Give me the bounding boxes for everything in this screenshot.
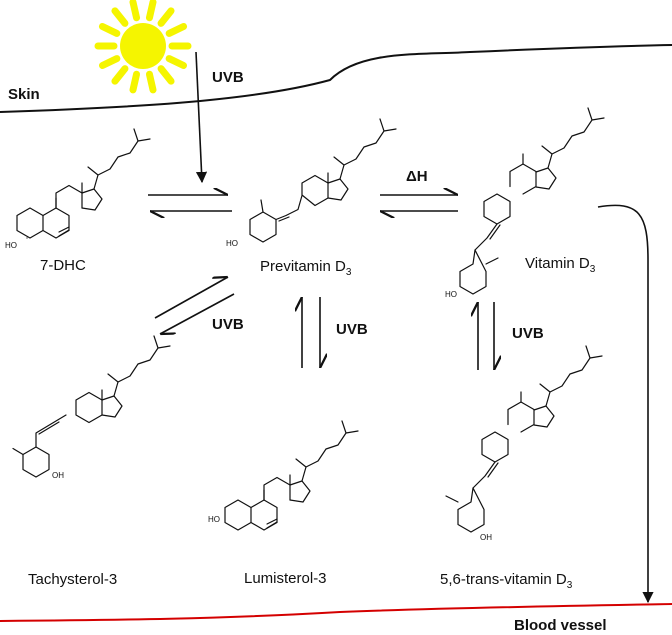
skin-boundary-line bbox=[0, 44, 672, 113]
blood-vessel-line bbox=[0, 603, 672, 622]
sun-icon bbox=[94, 0, 192, 94]
sun-ray bbox=[98, 22, 121, 37]
oh-group-trans: OH bbox=[480, 533, 492, 542]
label-vitamin-d3: Vitamin D3 bbox=[525, 255, 596, 275]
arrow-previtamin-to-tachysterol bbox=[159, 293, 235, 334]
sun-ray bbox=[165, 22, 188, 37]
sun-uvb-arrow bbox=[195, 51, 208, 184]
structure-trans-vitamin-d3 bbox=[445, 345, 603, 533]
sun-ray bbox=[165, 55, 188, 70]
label-previtamin-d3: Previtamin D3 bbox=[260, 258, 352, 278]
oh-group-lumisterol: HO bbox=[208, 515, 220, 524]
arrow-tachysterol-to-previtamin bbox=[154, 277, 229, 319]
label-lumisterol-3: Lumisterol-3 bbox=[244, 570, 327, 587]
skin-label: Skin bbox=[8, 86, 40, 103]
uvb-middle-label: UVB bbox=[336, 321, 368, 338]
sun-ray bbox=[129, 70, 141, 94]
vitamin-to-blood-arrow bbox=[597, 204, 654, 604]
sun-ray bbox=[145, 0, 157, 22]
sun-ray bbox=[145, 70, 157, 94]
sun-ray bbox=[111, 65, 129, 85]
oh-group-previtamin: HO bbox=[226, 239, 238, 248]
structure-previtamin-d3 bbox=[249, 118, 397, 243]
label-tachysterol-3: Tachysterol-3 bbox=[28, 571, 117, 588]
structure-7-dhc bbox=[16, 128, 151, 239]
sun-ray bbox=[157, 7, 175, 27]
uvb-left-label: UVB bbox=[212, 316, 244, 333]
sun-ray bbox=[111, 7, 129, 27]
structure-tachysterol-3 bbox=[12, 335, 171, 478]
oh-group-vitamin: HO bbox=[445, 290, 457, 299]
oh-group-dhc: HO bbox=[5, 241, 17, 250]
structure-vitamin-d3 bbox=[459, 107, 605, 295]
delta-h-label: ΔH bbox=[406, 168, 428, 185]
oh-group-tachysterol: OH bbox=[52, 471, 64, 480]
sun-ray bbox=[157, 65, 175, 85]
uvb-right-label: UVB bbox=[512, 325, 544, 342]
blood-vessel-label: Blood vessel bbox=[514, 617, 607, 634]
sun-ray bbox=[129, 0, 141, 22]
structure-lumisterol-3 bbox=[224, 420, 359, 531]
uvb-sun-label: UVB bbox=[212, 69, 244, 86]
label-7-dhc: 7-DHC bbox=[40, 257, 86, 274]
sun-ray bbox=[98, 55, 121, 70]
label-trans-vitamin-d3: 5,6-trans-vitamin D3 bbox=[440, 571, 573, 591]
